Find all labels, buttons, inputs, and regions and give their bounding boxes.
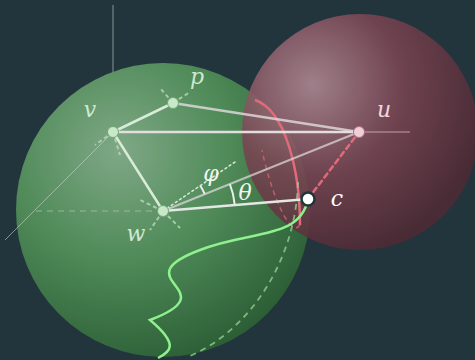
segment [163,199,308,211]
segment [173,103,359,132]
segments [113,103,359,211]
point [168,98,179,109]
point-label: θ [238,182,251,204]
point [158,206,169,217]
point-label: v [84,99,96,121]
segment [113,132,163,211]
point-label: φ [203,163,218,185]
axis-line [35,211,163,212]
angle-arc [200,186,204,194]
point-label: c [331,188,343,210]
point [108,127,119,138]
axis-line [5,132,113,240]
point-label: p [190,66,204,88]
green-sphere [16,63,310,357]
angle-arc [230,184,235,205]
curve [150,199,308,358]
point [354,127,365,138]
segment [163,132,359,211]
axis-line [360,132,410,133]
segment [113,131,359,134]
point-label: u [377,99,391,121]
segment [113,103,173,132]
point-label: w [127,223,146,245]
dotted-line [163,162,235,211]
point [302,193,315,206]
stubs [95,88,190,230]
